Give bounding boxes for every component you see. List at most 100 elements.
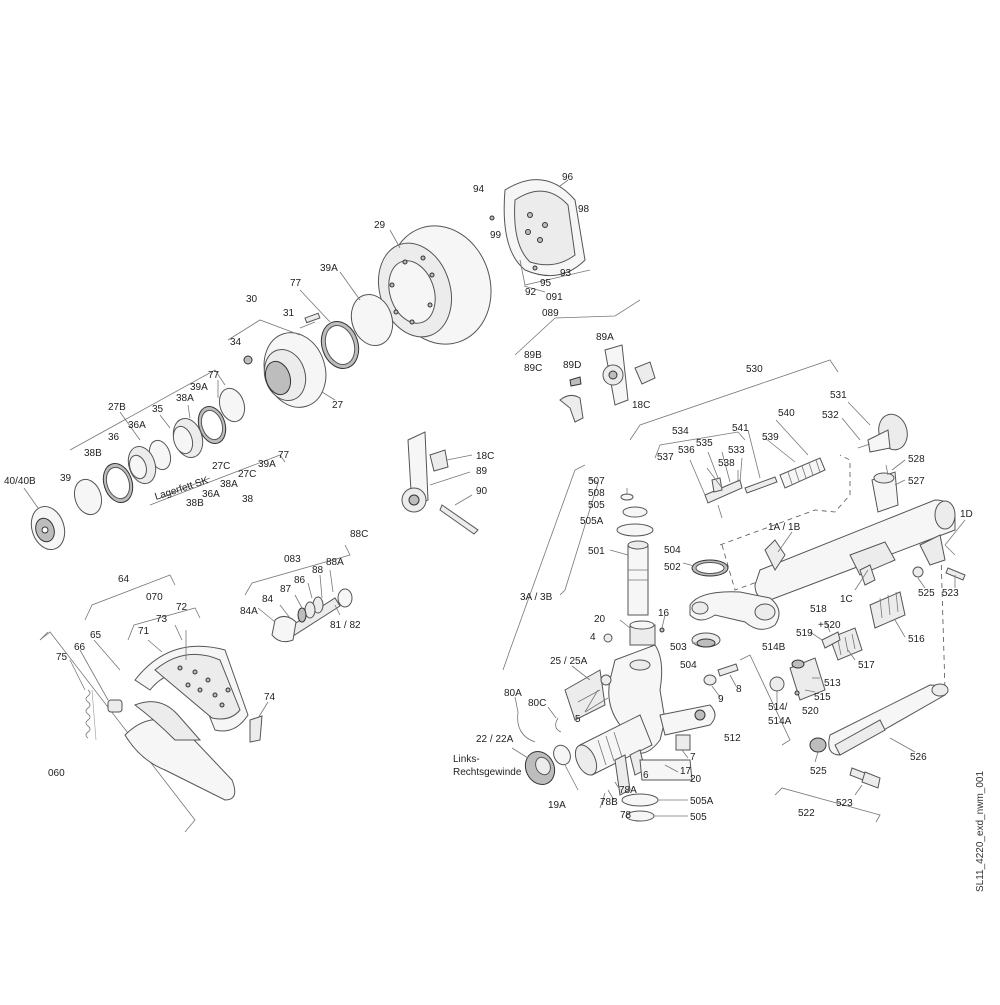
label-536: 536 bbox=[678, 445, 695, 456]
label-516: 516 bbox=[908, 634, 925, 645]
label-94: 94 bbox=[473, 184, 485, 195]
label-1A-1B: 1A / 1B bbox=[768, 522, 801, 533]
label-99: 99 bbox=[490, 230, 502, 241]
return-spring-75 bbox=[85, 689, 91, 739]
camshaft-083 bbox=[271, 588, 353, 643]
label-92: 92 bbox=[525, 287, 537, 298]
brake-shoe-upper-070 bbox=[134, 645, 249, 732]
block-7 bbox=[675, 734, 691, 751]
label-27B: 27B bbox=[108, 402, 126, 413]
label-39A-top: 39A bbox=[320, 263, 338, 274]
label-31: 31 bbox=[283, 308, 295, 319]
label-39A-low: 39A bbox=[258, 459, 276, 470]
label-8: 8 bbox=[736, 684, 742, 695]
label-36: 36 bbox=[108, 432, 120, 443]
sleeve-20 bbox=[639, 759, 693, 781]
label-38B-low: 38B bbox=[186, 498, 204, 509]
label-538: 538 bbox=[718, 458, 735, 469]
label-38B-mid: 38B bbox=[84, 448, 102, 459]
label-528: 528 bbox=[908, 454, 925, 465]
label-93: 93 bbox=[560, 268, 572, 279]
label-22-22A: 22 / 22A bbox=[476, 734, 514, 745]
label-505: 505 bbox=[690, 812, 707, 823]
label-513: 513 bbox=[824, 678, 841, 689]
label-87: 87 bbox=[280, 584, 292, 595]
bearing-assembly bbox=[73, 387, 246, 516]
label-40-40B: 40/40B bbox=[4, 476, 36, 487]
label-96: 96 bbox=[562, 172, 574, 183]
label-89A-top: 89A bbox=[596, 332, 614, 343]
bolt-78 bbox=[614, 754, 631, 796]
label-72: 72 bbox=[176, 602, 188, 613]
label-083: 083 bbox=[284, 554, 301, 565]
drawing-id-label: SL11_4220_exd_nwm_001 bbox=[975, 770, 986, 892]
label-30: 30 bbox=[246, 294, 258, 305]
label-86: 86 bbox=[294, 575, 306, 586]
steering-damper-526 bbox=[809, 683, 949, 789]
wire-80A bbox=[517, 711, 536, 743]
king-pin-501 bbox=[616, 488, 654, 616]
label-65: 65 bbox=[90, 630, 102, 641]
label-77-mid: 77 bbox=[208, 370, 220, 381]
label-514: 514/ bbox=[768, 702, 788, 713]
clamp-517 bbox=[829, 627, 863, 661]
label-39A-mid: 39A bbox=[190, 382, 208, 393]
label-522: 522 bbox=[798, 808, 815, 819]
label-78A: 78A bbox=[619, 785, 637, 796]
ring-39A bbox=[350, 294, 394, 346]
dust-cover-25 bbox=[564, 669, 612, 721]
label-rechtsgewinde: Rechtsgewinde bbox=[453, 767, 522, 778]
label-532: 532 bbox=[822, 410, 839, 421]
hub-cap-40 bbox=[30, 506, 66, 550]
label-64: 64 bbox=[118, 574, 130, 585]
label-518: 518 bbox=[810, 604, 827, 615]
label-90: 90 bbox=[476, 486, 488, 497]
slack-adjuster-89A bbox=[559, 344, 656, 423]
label-20: 20 bbox=[690, 774, 702, 785]
label-504: 504 bbox=[680, 660, 697, 671]
bellows-539 bbox=[779, 457, 826, 489]
label-77-top: 77 bbox=[290, 278, 302, 289]
roller-66 bbox=[107, 699, 123, 713]
label-88: 88 bbox=[312, 565, 324, 576]
label-534: 534 bbox=[672, 426, 689, 437]
label-34: 34 bbox=[230, 337, 242, 348]
label-539: 539 bbox=[762, 432, 779, 443]
label-504-top: 504 bbox=[664, 545, 681, 556]
label-38-low: 38 bbox=[242, 494, 254, 505]
ring-80C bbox=[555, 717, 562, 733]
label-505A: 505A bbox=[690, 796, 714, 807]
label-502: 502 bbox=[664, 562, 681, 573]
label-512: 512 bbox=[724, 733, 741, 744]
label-80A: 80A bbox=[504, 688, 522, 699]
label-39: 39 bbox=[60, 473, 72, 484]
label-16: 16 bbox=[658, 608, 670, 619]
label-38A-low: 38A bbox=[220, 479, 238, 490]
clip-74 bbox=[249, 715, 263, 743]
clamp-516 bbox=[869, 591, 906, 629]
label-089: 089 bbox=[542, 308, 559, 319]
label-523-top: 523 bbox=[942, 588, 959, 599]
label-89B: 89B bbox=[524, 350, 542, 361]
axle-beam-1A bbox=[754, 499, 956, 601]
label-091: 091 bbox=[546, 292, 563, 303]
label-27C-low: 27C bbox=[238, 469, 256, 480]
label-20-top: 20 bbox=[594, 614, 606, 625]
label-525-top: 525 bbox=[918, 588, 935, 599]
dashed-outline bbox=[719, 454, 851, 546]
label-71: 71 bbox=[138, 626, 150, 637]
tie-rod-end-514 bbox=[769, 657, 826, 710]
label-29: 29 bbox=[374, 220, 386, 231]
brake-drum-29 bbox=[378, 225, 492, 345]
label-520: 520 bbox=[802, 706, 819, 717]
label-505-top: 505 bbox=[588, 500, 605, 511]
label-530: 530 bbox=[746, 364, 763, 375]
label-7: 7 bbox=[690, 752, 696, 763]
label-89: 89 bbox=[476, 466, 488, 477]
label-514A: 514A bbox=[768, 716, 792, 727]
label-5: 5 bbox=[575, 714, 581, 725]
steering-arm bbox=[689, 591, 780, 630]
label-84: 84 bbox=[262, 594, 274, 605]
label-88A: 88A bbox=[326, 557, 344, 568]
